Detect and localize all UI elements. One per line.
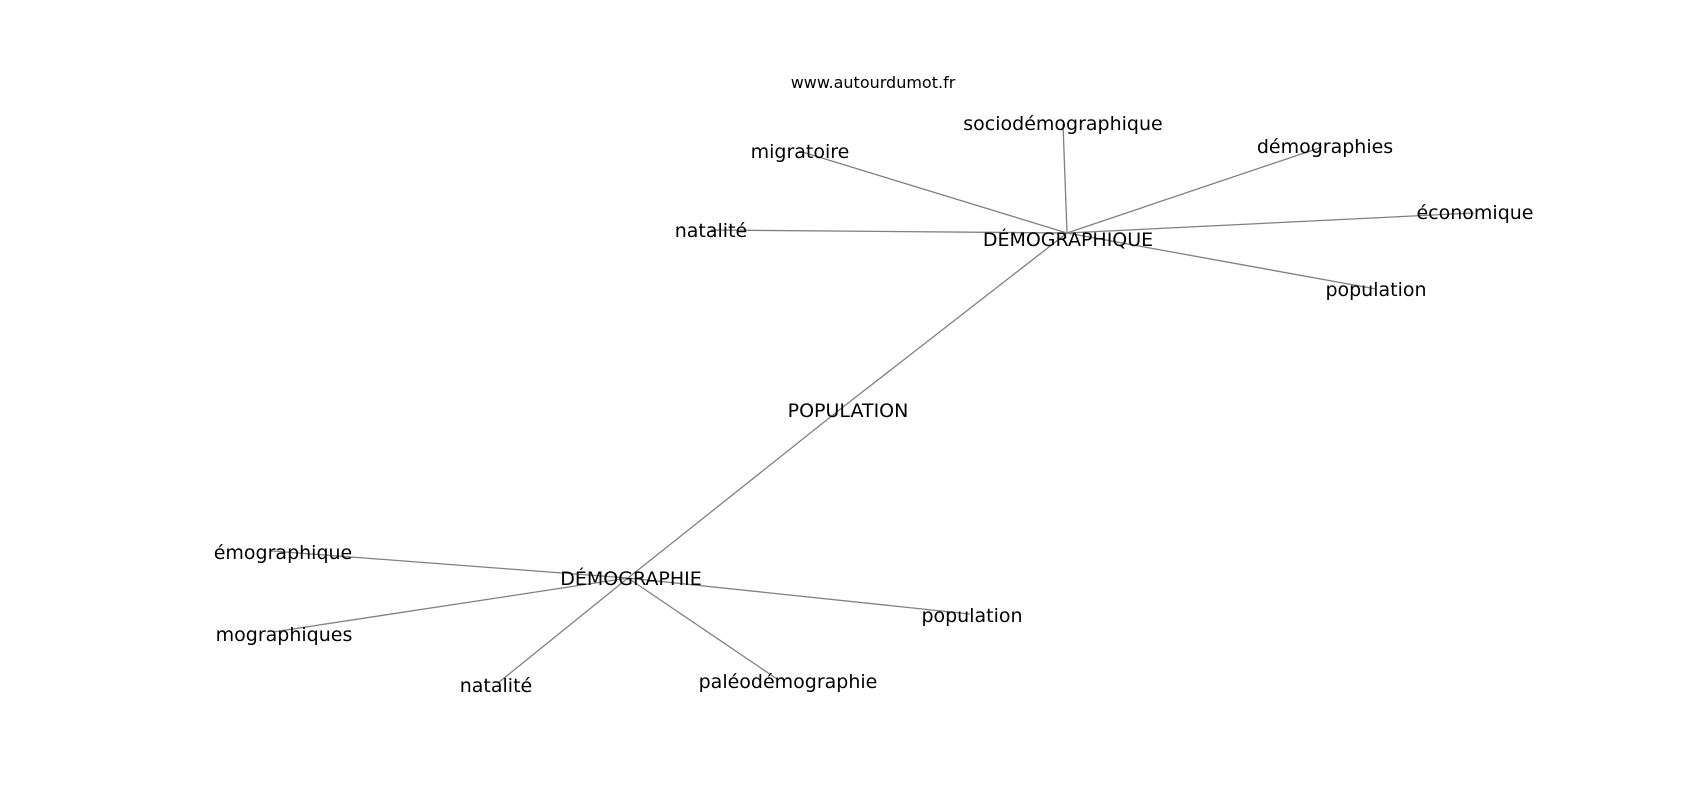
- edge-center-demographique: [842, 232, 1068, 408]
- labels: www.autourdumot.fr POPULATION DÉMOGRAPHI…: [214, 73, 1534, 697]
- hub-node-label: DÉMOGRAPHIE: [560, 567, 702, 590]
- edge-demographique-natalite: [710, 229, 1068, 234]
- edge-demographique-sociodemographique: [1062, 123, 1068, 234]
- word-node-label: population: [1325, 279, 1426, 301]
- word-node-label: sociodémographique: [963, 113, 1162, 135]
- edge-demographique-economique: [1066, 212, 1475, 234]
- word-node-label: natalité: [675, 220, 747, 242]
- edge-demographique-migratoire: [798, 150, 1068, 234]
- source-label: www.autourdumot.fr: [791, 73, 956, 92]
- edge-demographie-natalite: [497, 577, 629, 684]
- word-node-label: mographiques: [216, 624, 353, 646]
- word-node-label: migratoire: [751, 141, 850, 163]
- center-node-label: POPULATION: [788, 400, 909, 422]
- word-node-label: population: [921, 605, 1022, 627]
- word-node-label: natalité: [460, 675, 532, 697]
- edge-demographie-population: [627, 577, 971, 615]
- edge-demographie-paleodemographie: [627, 577, 778, 680]
- word-node-label: émographique: [214, 542, 353, 564]
- edge-demographique-population: [1066, 232, 1377, 290]
- hub-node-label: DÉMOGRAPHIQUE: [983, 228, 1153, 251]
- word-node-label: démographies: [1257, 136, 1393, 158]
- word-node-label: paléodémographie: [699, 671, 878, 693]
- edge-demographie-emographique: [271, 550, 629, 579]
- edges: [271, 123, 1475, 684]
- edge-demographique-demographies: [1066, 146, 1323, 234]
- edge-center-demographie: [627, 406, 844, 579]
- edge-demographie-mographiques: [272, 577, 629, 633]
- word-node-label: économique: [1416, 202, 1533, 224]
